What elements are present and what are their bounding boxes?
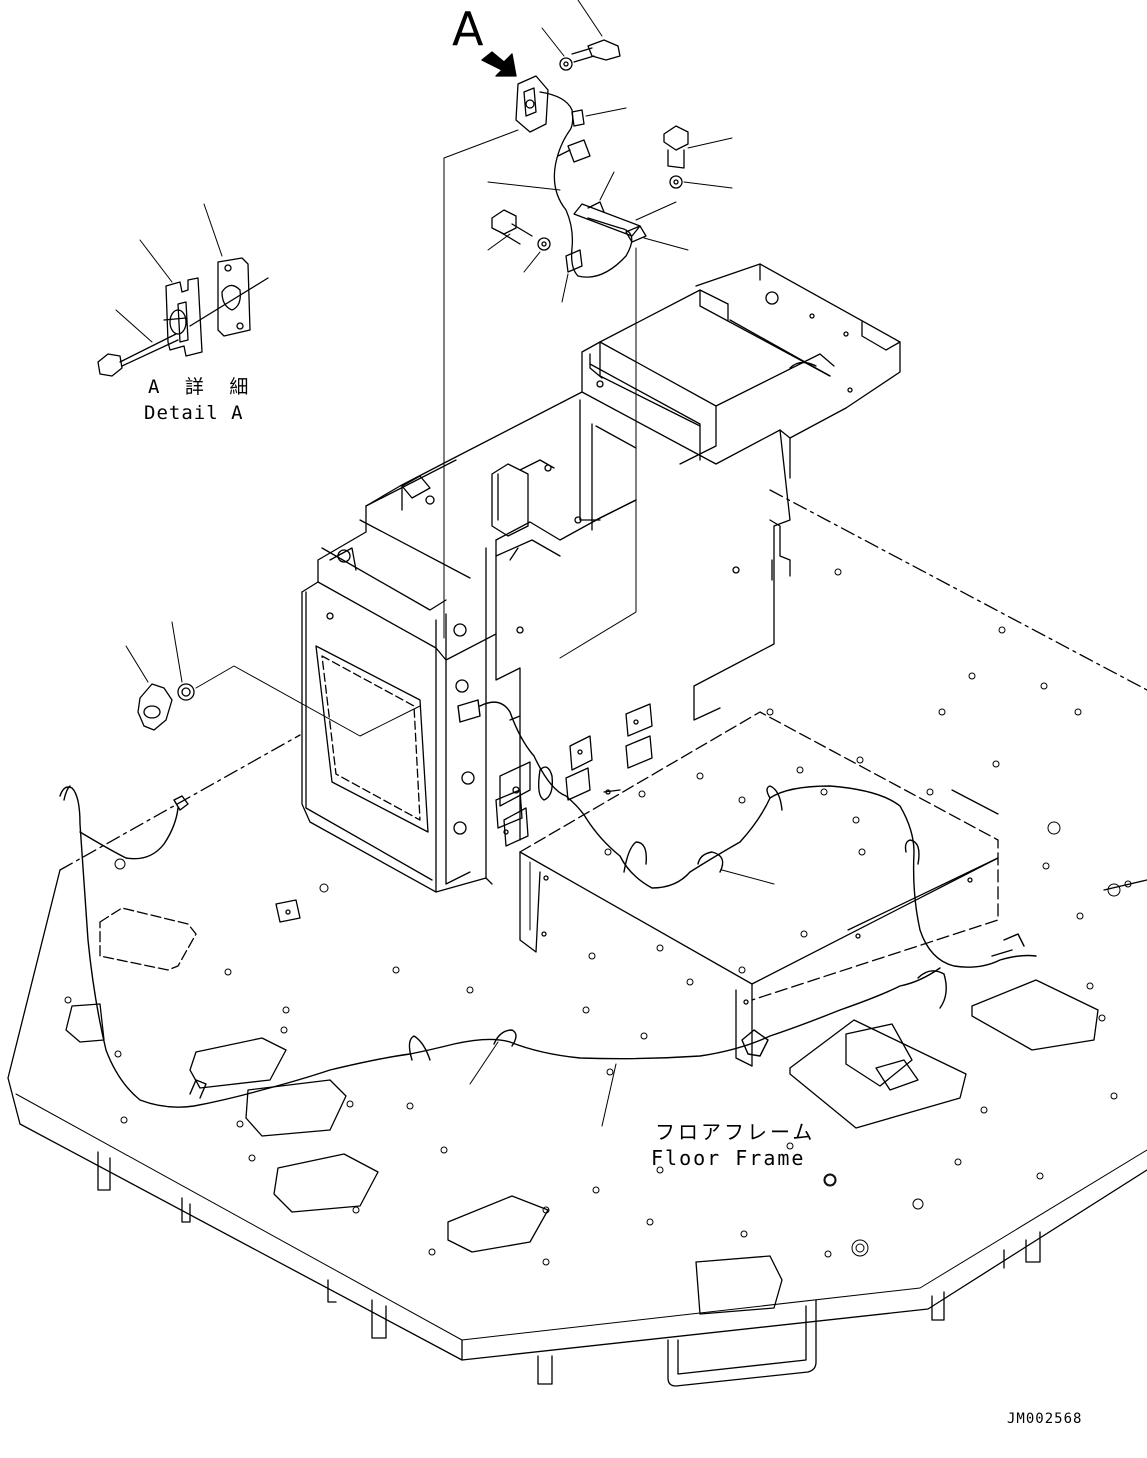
mounting-holes: [64, 568, 1132, 1266]
floor-frame-label-jp: フロアフレーム: [655, 1120, 816, 1144]
view-a-label: A: [452, 2, 484, 56]
floor-frame-label-en: Floor Frame: [651, 1146, 806, 1170]
floor-frame-plate: [7, 489, 1147, 1387]
console-frame: [301, 263, 901, 893]
lamp-harness-assembly: [481, 0, 733, 303]
step-box: [519, 711, 999, 1067]
lamp-and-washer: [125, 621, 195, 731]
drawing-code: JM002568: [1007, 1411, 1083, 1427]
detail-a-leaders: [195, 129, 677, 737]
detail-a-label-jp: A 詳 細: [148, 376, 256, 398]
floor-harness: [59, 699, 1037, 1127]
detail-a-label-en: Detail A: [144, 402, 244, 424]
detail-a-inset: [97, 203, 269, 377]
